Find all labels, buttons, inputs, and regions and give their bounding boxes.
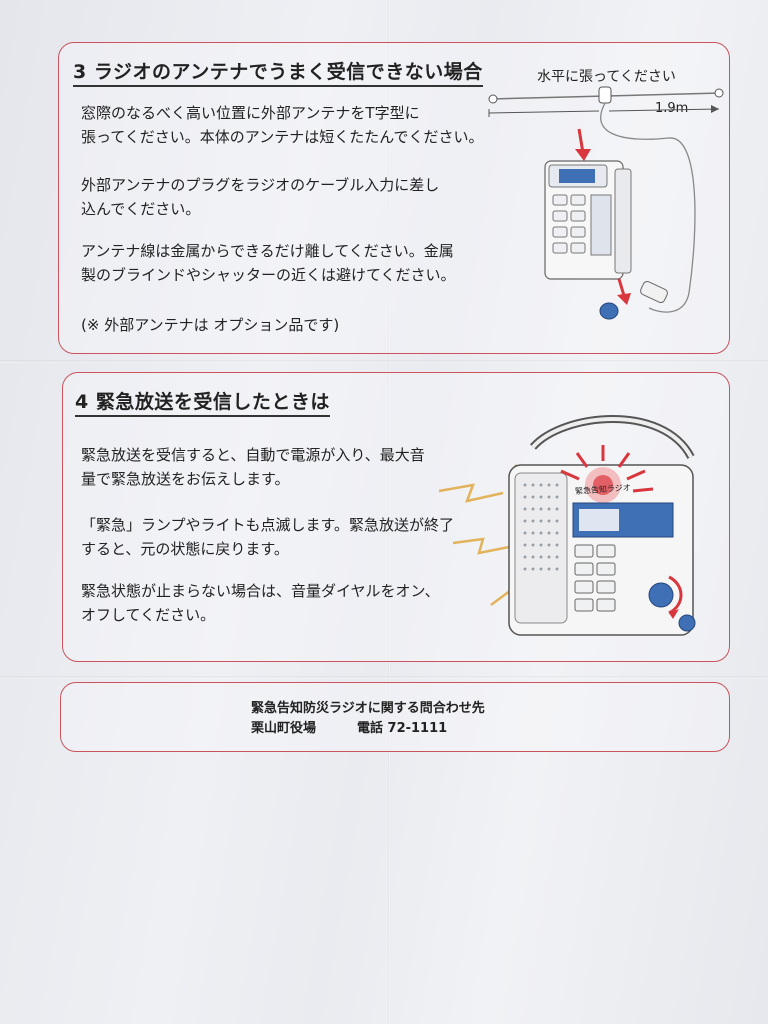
emergency-paragraph-2-line-1: 「緊急」ランプやライトも点滅します。緊急放送が終了 bbox=[81, 516, 455, 534]
emergency-paragraph-1: 緊急放送を受信すると、自動で電源が入り、最大音 量で緊急放送をお伝えします。 bbox=[81, 443, 425, 491]
antenna-length-label: 1.9m bbox=[655, 101, 689, 116]
emergency-paragraph-2: 「緊急」ランプやライトも点滅します。緊急放送が終了 すると、元の状態に戻ります。 bbox=[81, 513, 454, 561]
antenna-paragraph-3-line-2: 製のブラインドやシャッターの近くは避けてください。 bbox=[81, 266, 456, 284]
emergency-paragraph-3: 緊急状態が止まらない場合は、音量ダイヤルをオン、 オフしてください。 bbox=[81, 579, 440, 627]
paper-fold-vertical bbox=[388, 0, 391, 1024]
antenna-paragraph-1-line-2: 張ってください。本体のアンテナは短くたたんでください。 bbox=[81, 128, 484, 146]
emergency-radio-illustration bbox=[438, 415, 696, 636]
antenna-section-heading: 3 ラジオのアンテナでうまく受信できない場合 bbox=[73, 57, 483, 87]
antenna-paragraph-3: アンテナ線は金属からできるだけ離してください。金属 製のブラインドやシャッターの… bbox=[81, 239, 456, 287]
antenna-illustration bbox=[488, 86, 724, 320]
antenna-figure-caption: 水平に張ってください bbox=[537, 69, 676, 85]
antenna-paragraph-2: 外部アンテナのプラグをラジオのケーブル入力に差し 込んでください。 bbox=[81, 173, 439, 221]
antenna-section: 3 ラジオのアンテナでうまく受信できない場合 窓際のなるべく高い位置に外部アンテ… bbox=[58, 42, 730, 354]
paper-fold-horizontal bbox=[0, 360, 768, 363]
antenna-paragraph-2-line-1: 外部アンテナのプラグをラジオのケーブル入力に差し bbox=[81, 176, 440, 194]
contact-box: 緊急告知防災ラジオに関する問合わせ先 栗山町役場 電話 72-1111 bbox=[60, 682, 730, 752]
option-note: (※ 外部アンテナは オプション品です) bbox=[81, 316, 340, 334]
contact-office: 栗山町役場 bbox=[251, 721, 317, 736]
emergency-section-heading: 4 緊急放送を受信したときは bbox=[75, 387, 330, 417]
emergency-paragraph-3-line-2: オフしてください。 bbox=[81, 606, 216, 624]
emergency-paragraph-2-line-2: すると、元の状態に戻ります。 bbox=[81, 540, 289, 558]
emergency-paragraph-3-line-1: 緊急状態が止まらない場合は、音量ダイヤルをオン、 bbox=[81, 582, 440, 600]
antenna-paragraph-1: 窓際のなるべく高い位置に外部アンテナをT字型に 張ってください。本体のアンテナは… bbox=[81, 101, 483, 149]
paper-fold-horizontal-lower bbox=[0, 676, 768, 679]
antenna-paragraph-3-line-1: アンテナ線は金属からできるだけ離してください。金属 bbox=[81, 242, 454, 260]
emergency-broadcast-section: 4 緊急放送を受信したときは 緊急放送を受信すると、自動で電源が入り、最大音 量… bbox=[62, 372, 730, 662]
emergency-paragraph-1-line-1: 緊急放送を受信すると、自動で電源が入り、最大音 bbox=[81, 446, 425, 464]
contact-phone: 電話 72-1111 bbox=[357, 721, 448, 736]
antenna-paragraph-1-line-1: 窓際のなるべく高い位置に外部アンテナをT字型に bbox=[81, 104, 420, 122]
emergency-paragraph-1-line-2: 量で緊急放送をお伝えします。 bbox=[81, 470, 290, 488]
contact-title: 緊急告知防災ラジオに関する問合わせ先 bbox=[251, 701, 485, 716]
antenna-paragraph-2-line-2: 込んでください。 bbox=[81, 200, 201, 218]
